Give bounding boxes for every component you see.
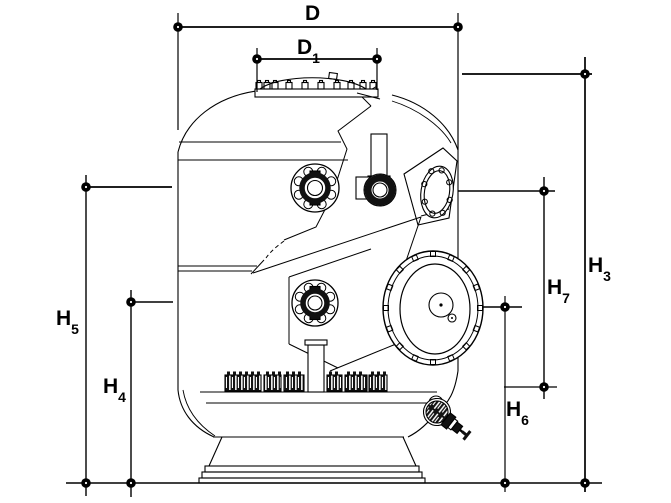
lower-side-nozzle-flange bbox=[291, 279, 339, 327]
upper-right-angled-flange bbox=[403, 147, 458, 226]
drain-valve bbox=[422, 395, 472, 441]
dim-label-h4: H4 bbox=[103, 375, 126, 406]
dim-label-h3: H3 bbox=[588, 254, 611, 285]
lateral-screens bbox=[200, 339, 437, 404]
manway-flange bbox=[382, 250, 484, 366]
top-lid-flange bbox=[254, 71, 381, 100]
sight-glass-union bbox=[355, 173, 397, 207]
dim-label-d1: D1 bbox=[297, 36, 320, 67]
upper-side-nozzle-flange bbox=[290, 163, 340, 213]
dim-label-h6: H6 bbox=[506, 398, 529, 429]
dimension-end-dots bbox=[81, 22, 590, 488]
tank-body bbox=[177, 90, 459, 438]
dim-label-d: D bbox=[305, 2, 321, 25]
dim-label-h5: H5 bbox=[56, 307, 79, 338]
dim-label-h7: H7 bbox=[547, 276, 570, 307]
base-stand bbox=[198, 436, 426, 484]
